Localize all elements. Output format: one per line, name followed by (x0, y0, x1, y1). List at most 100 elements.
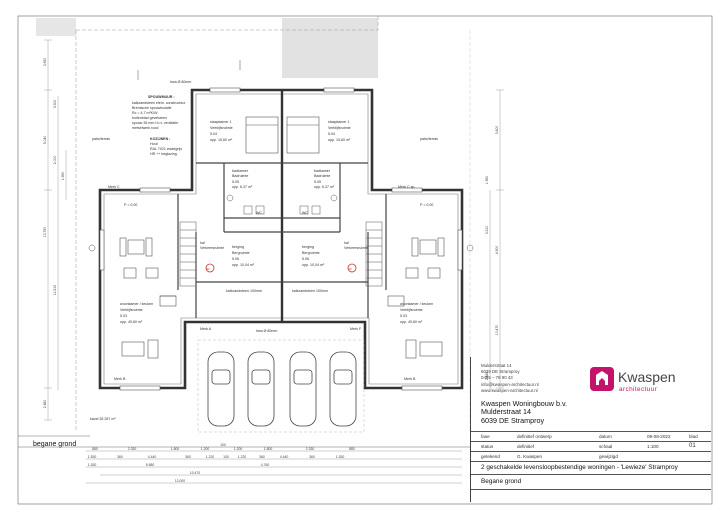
tb-row-status: status definitief schaal 1:100 01 (481, 442, 711, 451)
room-slaapkamer-l-code: 5.04 (210, 132, 217, 136)
dim-r2-4: 1.220 (206, 455, 215, 459)
dim-r2-5: 100 (223, 455, 229, 459)
merk-f-label: Merk F (350, 327, 362, 331)
dim-l-0: 3.650 (43, 58, 47, 67)
mk-symbols (205, 263, 357, 273)
inner-wall-lines (103, 93, 459, 385)
room-woonkamer-r-code: 5.03 (400, 314, 407, 318)
room-woonkamer-l-type: Verblijfsruimte (120, 308, 143, 312)
annotations: SPOUWMUUR : kalkzandsteen elem. construc… (90, 80, 438, 421)
kalkzandsteen-left-label: kalkzandsteen 100mm (226, 289, 262, 293)
room-slaapkamer-r-area: opp. 15,60 m² (328, 138, 351, 142)
room-hal-r-type: Verkeersruimte (344, 246, 368, 250)
room-badkamer-r-area: opp. 6,37 m² (314, 185, 335, 189)
room-berging-r-area: opp. 10,04 m² (302, 263, 325, 267)
dim-r1-2: 1.800 (171, 447, 180, 451)
project-title: 2 geschakelde levensloopbestendige wonin… (481, 464, 678, 471)
spouwmuur-title: SPOUWMUUR : (148, 95, 175, 99)
tb-row-getekend: getekend G. Kwaspen gewijzigd (481, 452, 711, 461)
neighbour-plot-left (36, 18, 76, 36)
gewijzigd-label: gewijzigd (599, 454, 618, 459)
datum-label: datum (599, 434, 612, 439)
kozijnen-line-1: Hout (150, 142, 158, 146)
left-dimension-texts: 3.650 5.040 3.300 2.000 1.950 13.750 11.… (43, 58, 65, 409)
dim-r1-4: 100 (220, 443, 226, 447)
sheet-border (17, 15, 713, 505)
address-line-3: 0495 – 78 90 43 (481, 375, 513, 381)
furniture-left (119, 237, 177, 359)
fase-label: fase (481, 434, 490, 439)
dim-r-4: 1.950 (485, 176, 489, 185)
drawing-floor-label: begane grond (33, 441, 77, 448)
spouwmuur-line-6: metselwerk rood (132, 126, 158, 130)
datum-value: 09-08-2022 (647, 434, 671, 439)
blad-value: 01 (689, 443, 696, 449)
room-hal-l-type: Verkeersruimte (200, 246, 224, 250)
client-block: Kwaspen Woningbouw b.v. Mulderstraat 14 … (481, 399, 567, 425)
tb-separator-3 (471, 451, 711, 452)
room-woonkamer-r-type: Verblijfsruimte (400, 308, 423, 312)
dim-r5-0: 12.000 (175, 479, 185, 483)
dim-r2-1: 360 (117, 455, 123, 459)
dim-r1-6: 1.800 (264, 447, 273, 451)
driveway (197, 339, 365, 433)
dim-r-2: 10.470 (495, 325, 499, 335)
spouwmuur-line-4: buitenblad gevelsteen (132, 116, 167, 120)
hwa-label: hwa Ø 80mm (170, 80, 191, 84)
room-woonkamer-r-area: opp. 49,60 m² (400, 320, 423, 324)
windows (99, 87, 463, 391)
dim-r3-1: 5.680 (146, 463, 155, 467)
address-line-5: www.kwaspen-architectuur.nl (481, 387, 538, 393)
parked-cars (207, 351, 357, 427)
room-badkamer-l-area: opp. 6,37 m² (232, 185, 253, 189)
room-slaapkamer-r-name: slaapkamer 1 (328, 120, 350, 124)
merk-a-label: Merk A (200, 327, 212, 331)
dim-r1-8: 880 (349, 447, 355, 451)
interior-walls-right (282, 162, 387, 318)
room-labels: slaapkamer 1 Verblijfsruimte 5.04 opp. 1… (120, 120, 433, 324)
address-line-4: info@kwaspen-architectuur.nl (481, 381, 539, 387)
tb-row-fase: fase definitief ontwerp datum 09-08-2022… (481, 432, 711, 441)
kozijnen-line-3: HR ++ beglazing (150, 152, 177, 156)
dim-l-3: 2.000 (53, 156, 57, 165)
room-wc-l: WC (256, 211, 262, 215)
dim-r2-8: 4.440 (280, 455, 289, 459)
bottom-dimension-texts: 880 2.330 1.800 1.200 100 1.200 1.800 2.… (88, 443, 355, 483)
room-slaapkamer-l-type: Verblijfsruimte (210, 126, 233, 130)
room-woonkamer-l-area: opp. 49,60 m² (120, 320, 143, 324)
tb-separator-4 (471, 461, 711, 462)
kavel-label: kavel 28 287 m² (90, 417, 116, 421)
dim-r2-0: 1.530 (88, 455, 97, 459)
dimension-lines-right (489, 89, 504, 390)
dim-r-0: 3.600 (495, 126, 499, 135)
room-slaapkamer-l-name: slaapkamer 1 (210, 120, 232, 124)
dim-r2-6: 1.220 (238, 455, 247, 459)
room-slaapkamer-r-type: Verblijfsruimte (328, 126, 351, 130)
address-line-2: 6039 DE Stramproy (481, 369, 520, 375)
dim-r-5: 2.480 (485, 372, 489, 381)
room-badkamer-l-name: badkamer (232, 169, 249, 173)
dim-r2-2: 4.440 (148, 455, 157, 459)
status-label: status (481, 444, 494, 449)
client-line-3: 6039 DE Stramproy (481, 415, 545, 425)
blad-label: blad (689, 434, 698, 439)
merk-b-left-label: Merk B (114, 377, 126, 381)
beds (245, 116, 320, 154)
room-berging-l-name: berging (232, 245, 244, 249)
dim-l-1: 5.040 (43, 136, 47, 145)
room-berging-l-area: opp. 10,04 m² (232, 263, 255, 267)
dim-r2-9: 360 (309, 455, 315, 459)
dim-r2-3: 360 (185, 455, 191, 459)
furniture-right (387, 237, 445, 359)
room-woonkamer-l-code: 5.03 (120, 314, 127, 318)
room-hal-l-name: hal (200, 241, 205, 245)
room-berging-l-type: Bergruimte (232, 251, 250, 255)
room-badkamer-r-code: 5.05 (314, 180, 321, 184)
bathroom-fixtures (226, 194, 338, 215)
spouwmuur-line-2: Bremische spouwisolatie (132, 106, 172, 110)
room-woonkamer-r-name: woonkamer / keuken (400, 302, 433, 306)
client-line-2: Mulderstraat 14 (481, 407, 531, 417)
neighbour-plot-right (282, 18, 378, 78)
drawing-title: Begane grond (481, 478, 522, 485)
kalkzandsteen-right-label: kalkzandsteen 100mm (292, 289, 328, 293)
